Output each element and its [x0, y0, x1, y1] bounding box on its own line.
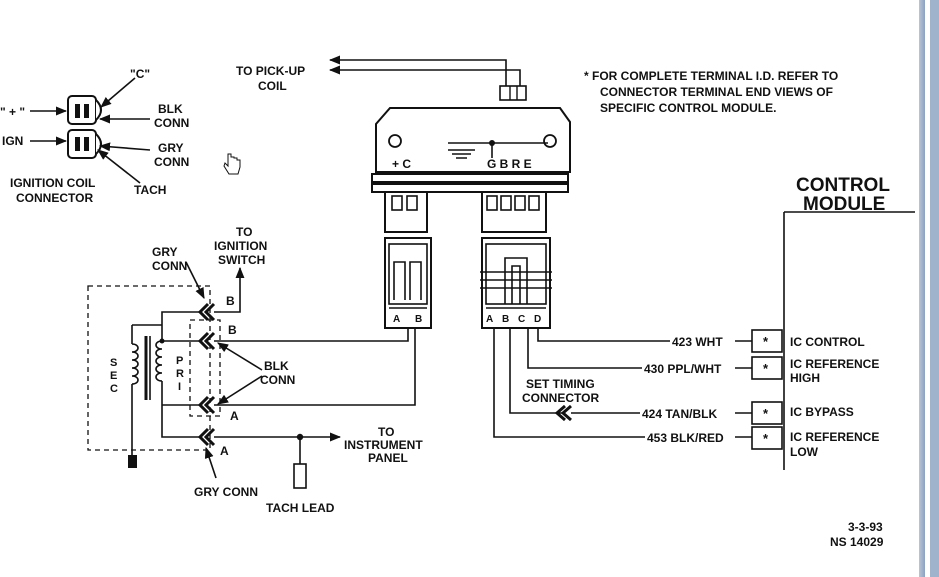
ic-ref-high-label-2: HIGH: [790, 371, 820, 385]
coil-connector-title-1: IGNITION COIL: [10, 176, 95, 190]
right-plug-pin-d: D: [534, 314, 541, 325]
note-line-1: * FOR COMPLETE TERMINAL I.D. REFER TO: [584, 69, 838, 83]
tach-lead-label: TACH LEAD: [266, 501, 335, 515]
right-plug-pin-b: B: [502, 314, 509, 325]
sec-label-e: E: [110, 370, 117, 382]
ic-bypass-star: *: [763, 406, 769, 421]
pri-label-p: P: [176, 355, 183, 367]
gry-conn-top-1: GRY: [152, 245, 178, 259]
blk-conn-2: CONN: [260, 373, 295, 387]
pri-label-i: I: [178, 381, 181, 393]
module-terminals-left: + C: [392, 157, 411, 171]
set-timing-label-2: CONNECTOR: [522, 391, 599, 405]
coil-label: COIL: [258, 79, 287, 93]
to-ignition-2: IGNITION: [214, 239, 267, 253]
hand-cursor-icon: [223, 153, 241, 175]
coil-connector-title-2: CONNECTOR: [16, 191, 93, 205]
right-plug: [480, 237, 552, 329]
sec-label-s: S: [110, 357, 117, 369]
note-line-3: SPECIFIC CONTROL MODULE.: [600, 101, 776, 115]
to-instrument-1: TO: [378, 425, 394, 439]
footer-code: NS 14029: [830, 535, 884, 549]
control-module-title-1: CONTROL: [796, 175, 890, 196]
pri-label-r: R: [176, 368, 184, 380]
coil-schematic: [87, 261, 416, 489]
terminal-a-lower: A: [220, 444, 229, 458]
coil-terminal-plus-label: " + ": [0, 105, 25, 119]
pickup-coil-leads: [328, 55, 527, 101]
coil-gry-conn-label: CONN: [154, 155, 189, 169]
ic-control-star: *: [763, 334, 769, 349]
terminal-a-upper: A: [230, 409, 239, 423]
left-plug-pin-b: B: [415, 314, 422, 325]
ic-bypass-label: IC BYPASS: [790, 405, 854, 419]
ic-ref-low-label-2: LOW: [790, 445, 819, 459]
terminal-b-upper: B: [226, 294, 235, 308]
to-instrument-2: INSTRUMENT: [344, 438, 423, 452]
coil-terminal-c-label: "C": [130, 67, 150, 81]
footer-date: 3-3-93: [848, 520, 883, 534]
left-plug: [384, 237, 432, 329]
ignition-module-body: [371, 107, 571, 233]
ic-ref-low-star: *: [763, 431, 769, 446]
window-scrollbar-edge[interactable]: [919, 0, 939, 577]
coil-tach-label: TACH: [134, 183, 166, 197]
terminal-b-lower: B: [228, 323, 237, 337]
to-ignition-3: SWITCH: [218, 253, 265, 267]
ic-control-label: IC CONTROL: [790, 335, 865, 349]
wire-430-label: 430 PPL/WHT: [644, 362, 722, 376]
ic-ref-low-label-1: IC REFERENCE: [790, 430, 879, 444]
to-ignition-1: TO: [236, 225, 252, 239]
sec-label-c: C: [110, 383, 118, 395]
ic-ref-high-star: *: [763, 361, 769, 376]
left-plug-pin-a: A: [393, 314, 400, 325]
gry-conn-bottom: GRY CONN: [194, 485, 258, 499]
module-terminals-right: G B R E: [487, 157, 532, 171]
wire-424-label: 424 TAN/BLK: [642, 407, 717, 421]
wire-453-label: 453 BLK/RED: [647, 431, 724, 445]
coil-blk-label: BLK: [158, 102, 183, 116]
coil-blk-conn-label: CONN: [154, 116, 189, 130]
right-plug-pin-a: A: [486, 314, 493, 325]
set-timing-label-1: SET TIMING: [526, 377, 595, 391]
blk-conn-1: BLK: [264, 359, 289, 373]
ic-ref-high-label-1: IC REFERENCE: [790, 357, 879, 371]
control-module-wiring: [493, 211, 915, 470]
note-line-2: CONNECTOR TERMINAL END VIEWS OF: [600, 85, 833, 99]
control-module-title-2: MODULE: [803, 194, 885, 215]
gry-conn-top-2: CONN: [152, 259, 187, 273]
coil-terminal-ign-label: IGN: [2, 134, 23, 148]
right-plug-pin-c: C: [518, 314, 525, 325]
coil-connector-drawing: [30, 77, 151, 184]
coil-gry-label: GRY: [158, 141, 184, 155]
wire-423-label: 423 WHT: [672, 335, 723, 349]
to-instrument-3: PANEL: [368, 451, 408, 465]
to-pickup-label: TO PICK-UP: [236, 64, 305, 78]
